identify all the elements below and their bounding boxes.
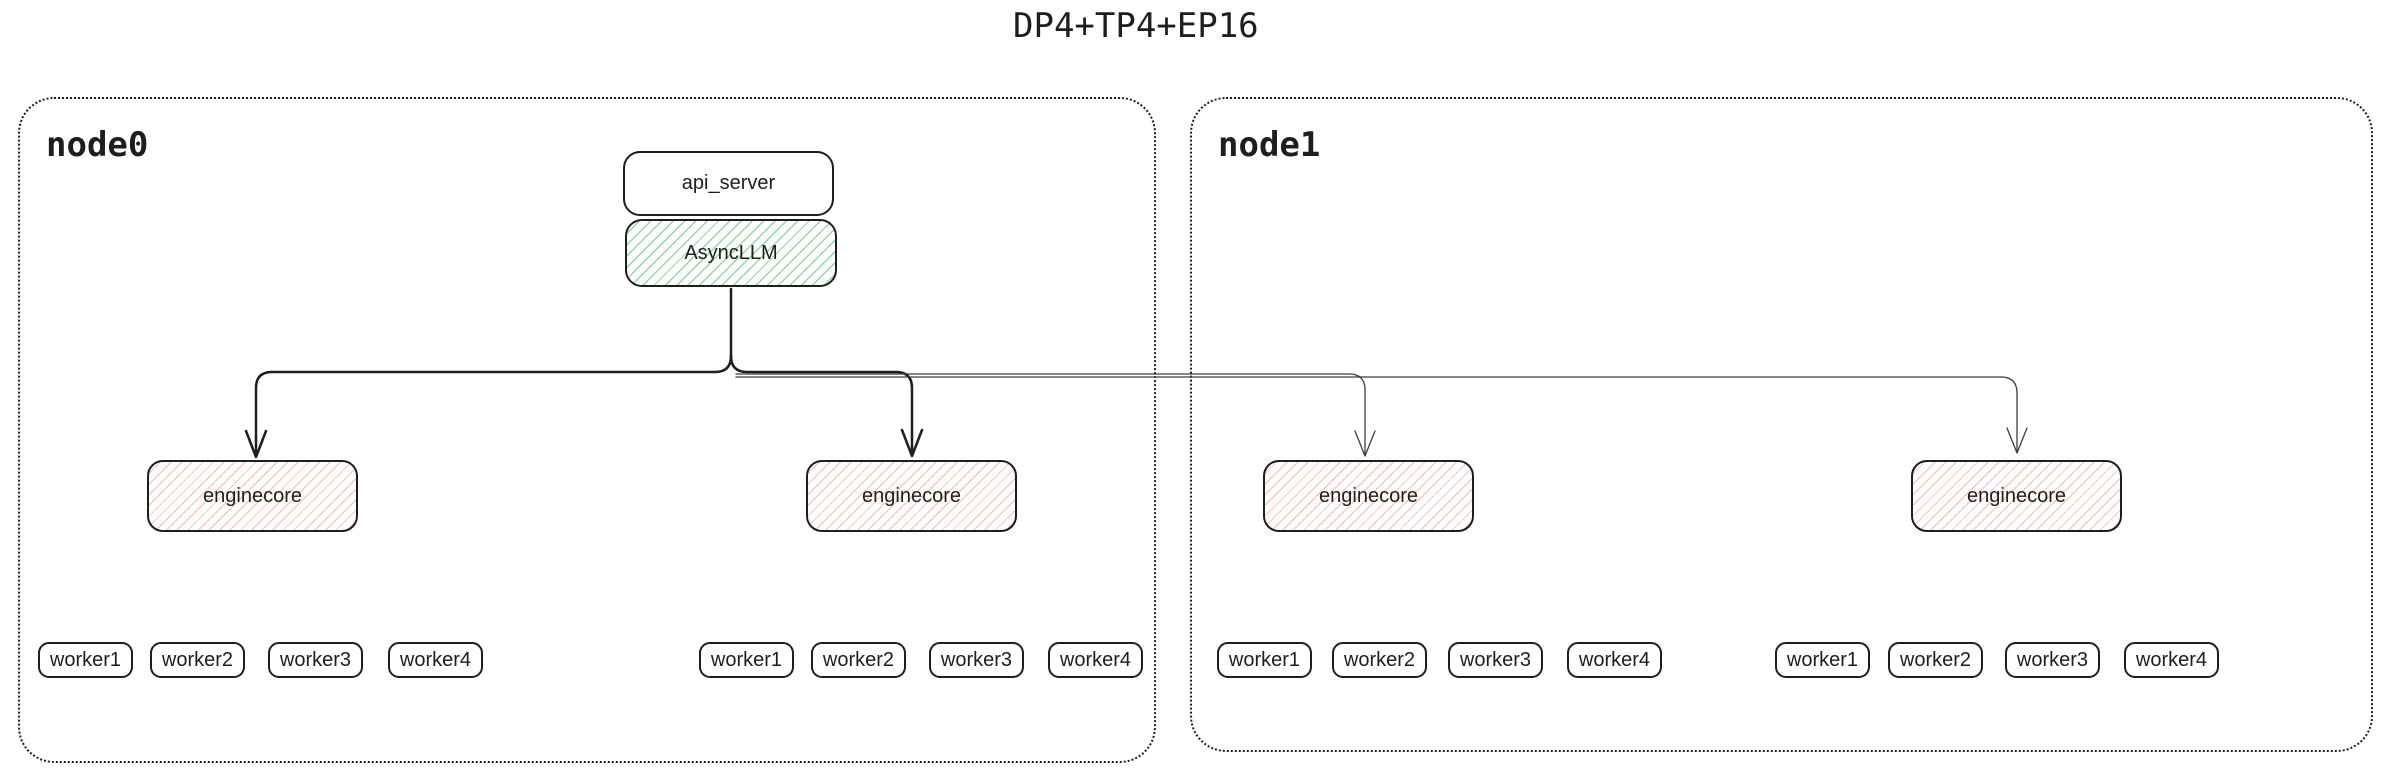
worker-box: worker3 bbox=[2005, 642, 2100, 678]
worker-box: worker1 bbox=[1217, 642, 1312, 678]
enginecore-box: enginecore bbox=[1911, 460, 2122, 532]
worker-box: worker1 bbox=[699, 642, 794, 678]
worker-box: worker3 bbox=[268, 642, 363, 678]
worker-box: worker3 bbox=[1448, 642, 1543, 678]
worker-box: worker1 bbox=[38, 642, 133, 678]
worker-box: worker4 bbox=[388, 642, 483, 678]
enginecore-box: enginecore bbox=[147, 460, 358, 532]
worker-box: worker4 bbox=[1567, 642, 1662, 678]
worker-box: worker2 bbox=[1332, 642, 1427, 678]
worker-box: worker3 bbox=[929, 642, 1024, 678]
worker-box: worker2 bbox=[1888, 642, 1983, 678]
worker-box: worker4 bbox=[1048, 642, 1143, 678]
enginecore-box: enginecore bbox=[1263, 460, 1474, 532]
worker-box: worker1 bbox=[1775, 642, 1870, 678]
worker-box: worker4 bbox=[2124, 642, 2219, 678]
enginecore-box: enginecore bbox=[806, 460, 1017, 532]
diagram-title: DP4+TP4+EP16 bbox=[1013, 6, 1259, 46]
api-server-box: api_server bbox=[623, 151, 834, 216]
worker-box: worker2 bbox=[811, 642, 906, 678]
node0-label: node0 bbox=[46, 125, 149, 165]
worker-box: worker2 bbox=[150, 642, 245, 678]
node1-label: node1 bbox=[1218, 125, 1321, 165]
asyncllm-box: AsyncLLM bbox=[625, 219, 837, 287]
